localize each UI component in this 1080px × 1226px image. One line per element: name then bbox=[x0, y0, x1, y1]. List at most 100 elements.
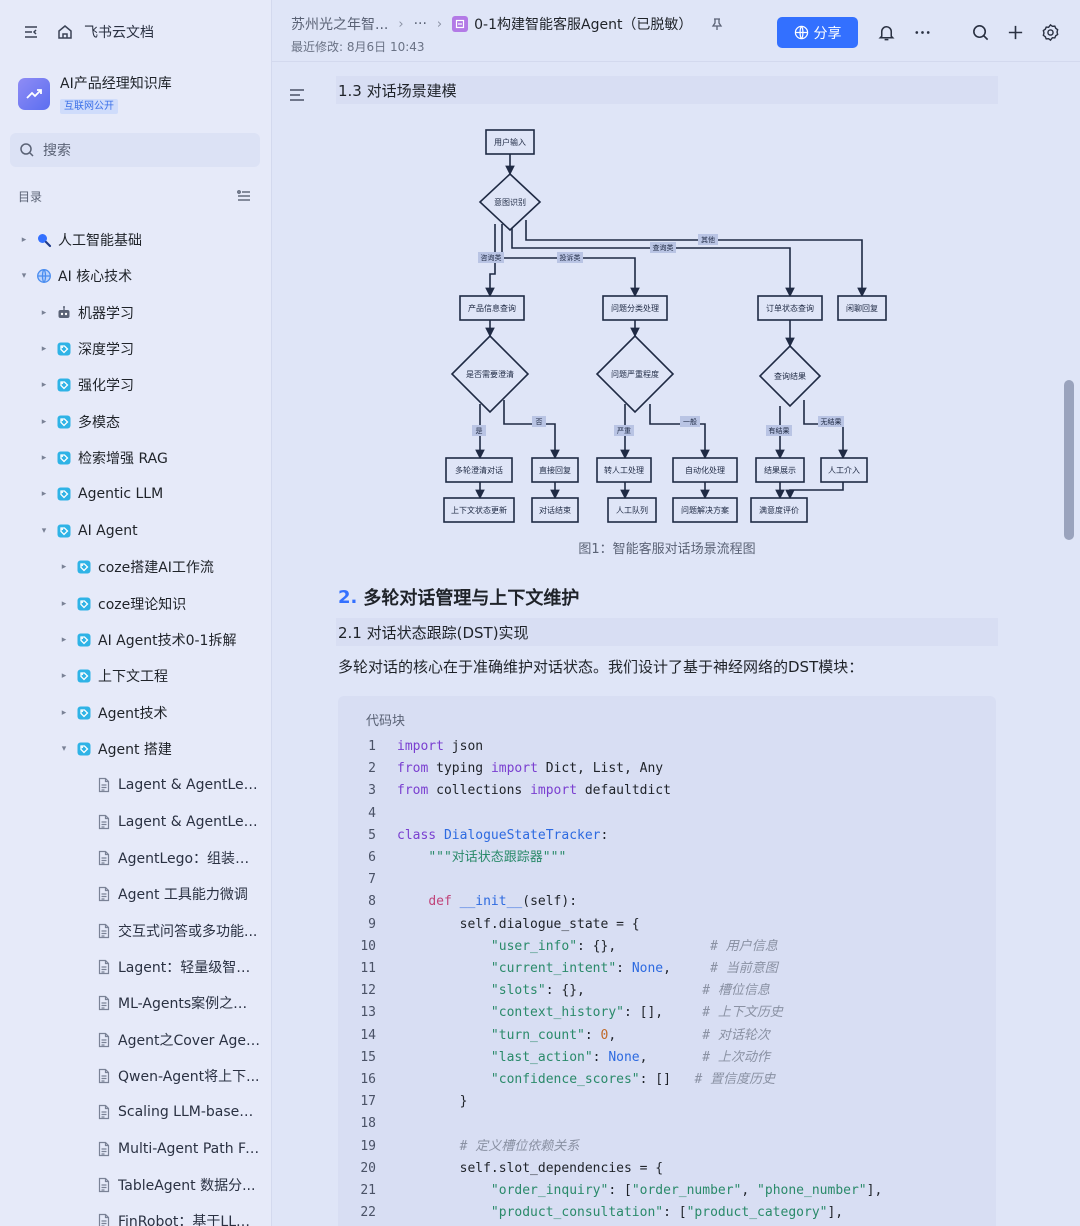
sidebar-item[interactable]: Qwen-Agent将上下... bbox=[0, 1058, 271, 1094]
settings-gear-icon[interactable] bbox=[1040, 22, 1060, 42]
sidebar-item[interactable]: Agent 工具能力微调 bbox=[0, 876, 271, 912]
sidebar-item-label: AI Agent bbox=[78, 522, 138, 539]
sidebar-item-label: 深度学习 bbox=[78, 342, 134, 359]
arrow-spacer bbox=[78, 1143, 90, 1155]
home-icon[interactable] bbox=[56, 23, 74, 41]
doc-icon bbox=[96, 886, 112, 902]
expand-arrow-icon[interactable]: ▸ bbox=[61, 634, 67, 645]
sidebar-item[interactable]: Lagent & AgentLego... bbox=[0, 767, 271, 803]
chevron-right-icon: › bbox=[398, 16, 404, 32]
expand-arrow-icon[interactable]: ▸ bbox=[21, 235, 27, 245]
sidebar-item-label: FinRobot：基于LLM... bbox=[118, 1214, 260, 1226]
collapse-sidebar-icon[interactable] bbox=[22, 23, 40, 41]
scrollbar-thumb[interactable] bbox=[1064, 380, 1074, 540]
expand-arrow-icon[interactable]: ▸ bbox=[41, 416, 47, 427]
more-options-icon[interactable] bbox=[912, 22, 932, 42]
sidebar-item[interactable]: FinRobot：基于LLM... bbox=[0, 1203, 271, 1226]
arrow-spacer bbox=[78, 888, 90, 900]
sidebar-item[interactable]: ▸ 深度学习 bbox=[0, 331, 271, 367]
expand-arrow-icon[interactable]: ▸ bbox=[41, 344, 47, 355]
pin-icon[interactable] bbox=[710, 17, 724, 31]
flow-node-rating: 满意度评价 bbox=[759, 505, 799, 515]
sidebar-item[interactable]: ▸人工智能基础 bbox=[0, 222, 271, 258]
code-line: 18 bbox=[338, 1113, 996, 1135]
code-line: 20 self.slot_dependencies = { bbox=[338, 1158, 996, 1180]
sidebar-item[interactable]: Scaling LLM-based ... bbox=[0, 1094, 271, 1130]
tag-icon bbox=[56, 341, 72, 357]
main-content: 苏州光之年智... › ··· › 0-1构建智能客服Agent（已脱敏） 最近… bbox=[272, 0, 1080, 1226]
sidebar-item[interactable]: ▾Agent 搭建 bbox=[0, 731, 271, 767]
line-number: 17 bbox=[360, 1094, 376, 1110]
expand-arrow-icon[interactable]: ▸ bbox=[61, 598, 67, 609]
document-title[interactable]: 0-1构建智能客服Agent（已脱敏） bbox=[474, 17, 693, 33]
sidebar-item-label: Multi-Agent Path Fin... bbox=[118, 1140, 260, 1157]
sidebar-item[interactable]: ▸机器学习 bbox=[0, 295, 271, 331]
toc-filter-icon[interactable] bbox=[236, 188, 252, 204]
expand-arrow-icon[interactable]: ▸ bbox=[41, 307, 47, 318]
sidebar-item[interactable]: ▸强化学习 bbox=[0, 367, 271, 403]
sidebar-item-label: 交互式问答或多功能... bbox=[118, 923, 258, 940]
expand-arrow-icon[interactable]: ▸ bbox=[61, 562, 67, 573]
sidebar-item[interactable]: Multi-Agent Path Fin... bbox=[0, 1131, 271, 1167]
collapse-arrow-icon[interactable]: ▾ bbox=[41, 525, 47, 536]
sidebar-item[interactable]: Agent之Cover Agent... bbox=[0, 1022, 271, 1058]
sidebar-item[interactable]: ▸Agentic LLM bbox=[0, 476, 271, 512]
flow-node-direct: 直接回复 bbox=[539, 465, 571, 475]
arrow-spacer bbox=[78, 1215, 90, 1226]
search-box[interactable]: 搜索 bbox=[10, 133, 260, 167]
sidebar-item[interactable]: ▸coze搭建AI工作流 bbox=[0, 549, 271, 585]
search-icon[interactable] bbox=[970, 22, 990, 42]
notification-bell-icon[interactable] bbox=[876, 22, 896, 42]
sidebar-item[interactable]: ▸coze理论知识 bbox=[0, 586, 271, 622]
sidebar-item[interactable]: 交互式问答或多功能... bbox=[0, 913, 271, 949]
expand-arrow-icon[interactable]: ▸ bbox=[41, 489, 47, 500]
flow-node-problem: 问题分类处理 bbox=[611, 303, 659, 313]
sidebar-item[interactable]: Lagent & AgentLego bbox=[0, 804, 271, 840]
breadcrumb-parent[interactable]: 苏州光之年智... bbox=[291, 17, 389, 33]
breadcrumb-more[interactable]: ··· bbox=[413, 16, 427, 32]
collapse-arrow-icon[interactable]: ▾ bbox=[61, 743, 67, 754]
knowledge-base-header[interactable]: AI产品经理知识库 互联网公开 bbox=[18, 72, 258, 116]
sidebar-item[interactable]: ▸Agent技术 bbox=[0, 695, 271, 731]
brand-name[interactable]: 飞书云文档 bbox=[84, 25, 154, 41]
expand-arrow-icon[interactable]: ▸ bbox=[61, 707, 67, 718]
sidebar-item[interactable]: AgentLego：组装智... bbox=[0, 840, 271, 876]
arrow-spacer bbox=[78, 1106, 90, 1118]
scrollbar-track[interactable] bbox=[1062, 62, 1076, 1226]
line-number: 21 bbox=[360, 1183, 376, 1198]
outline-menu-icon[interactable] bbox=[288, 86, 306, 104]
sidebar-item[interactable]: ▸AI Agent技术0-1拆解 bbox=[0, 622, 271, 658]
collapse-arrow-icon[interactable]: ▾ bbox=[21, 271, 27, 282]
flowchart: 用户输入 意图识别 产品信息查询 问题分类处理 订单状态查询 闲聊回复 是否需要… bbox=[443, 129, 887, 523]
sidebar-item-label: Qwen-Agent将上下... bbox=[118, 1069, 260, 1086]
code-line: 9 self.dialogue_state = { bbox=[338, 914, 996, 936]
sidebar-item[interactable]: ▾AI 核心技术 bbox=[0, 258, 271, 294]
sidebar-item[interactable]: TableAgent 数据分... bbox=[0, 1167, 271, 1203]
arrow-spacer bbox=[78, 1034, 90, 1046]
flow-node-multi-turn: 多轮澄清对话 bbox=[455, 465, 503, 475]
robot-icon bbox=[56, 305, 72, 321]
share-button[interactable]: 分享 bbox=[777, 17, 858, 48]
sidebar-item[interactable]: ▸上下文工程 bbox=[0, 658, 271, 694]
sidebar-item[interactable]: Lagent：轻量级智能... bbox=[0, 949, 271, 985]
line-number: 13 bbox=[360, 1005, 376, 1021]
flow-node-product: 产品信息查询 bbox=[468, 303, 516, 313]
visibility-badge: 互联网公开 bbox=[60, 99, 118, 114]
sidebar-item[interactable]: ▸多模态 bbox=[0, 404, 271, 440]
expand-arrow-icon[interactable]: ▸ bbox=[61, 671, 67, 682]
line-number: 12 bbox=[360, 983, 376, 999]
code-text: "product_consultation": ["product_catego… bbox=[490, 1205, 844, 1221]
code-line: 22 "product_consultation": ["product_cat… bbox=[338, 1202, 996, 1224]
sidebar-item[interactable]: ▾ AI Agent bbox=[0, 513, 271, 549]
sidebar-item-label: AgentLego：组装智... bbox=[118, 850, 260, 867]
line-number: 19 bbox=[360, 1138, 376, 1154]
expand-arrow-icon[interactable]: ▸ bbox=[41, 380, 47, 391]
expand-arrow-icon[interactable]: ▸ bbox=[41, 453, 47, 464]
code-line: 14 "turn_count": 0, # 对话轮次 bbox=[338, 1025, 996, 1047]
sidebar-item[interactable]: ▸检索增强 RAG bbox=[0, 440, 271, 476]
add-icon[interactable] bbox=[1005, 22, 1025, 42]
sidebar-item[interactable]: ML-Agents案例之双... bbox=[0, 985, 271, 1021]
